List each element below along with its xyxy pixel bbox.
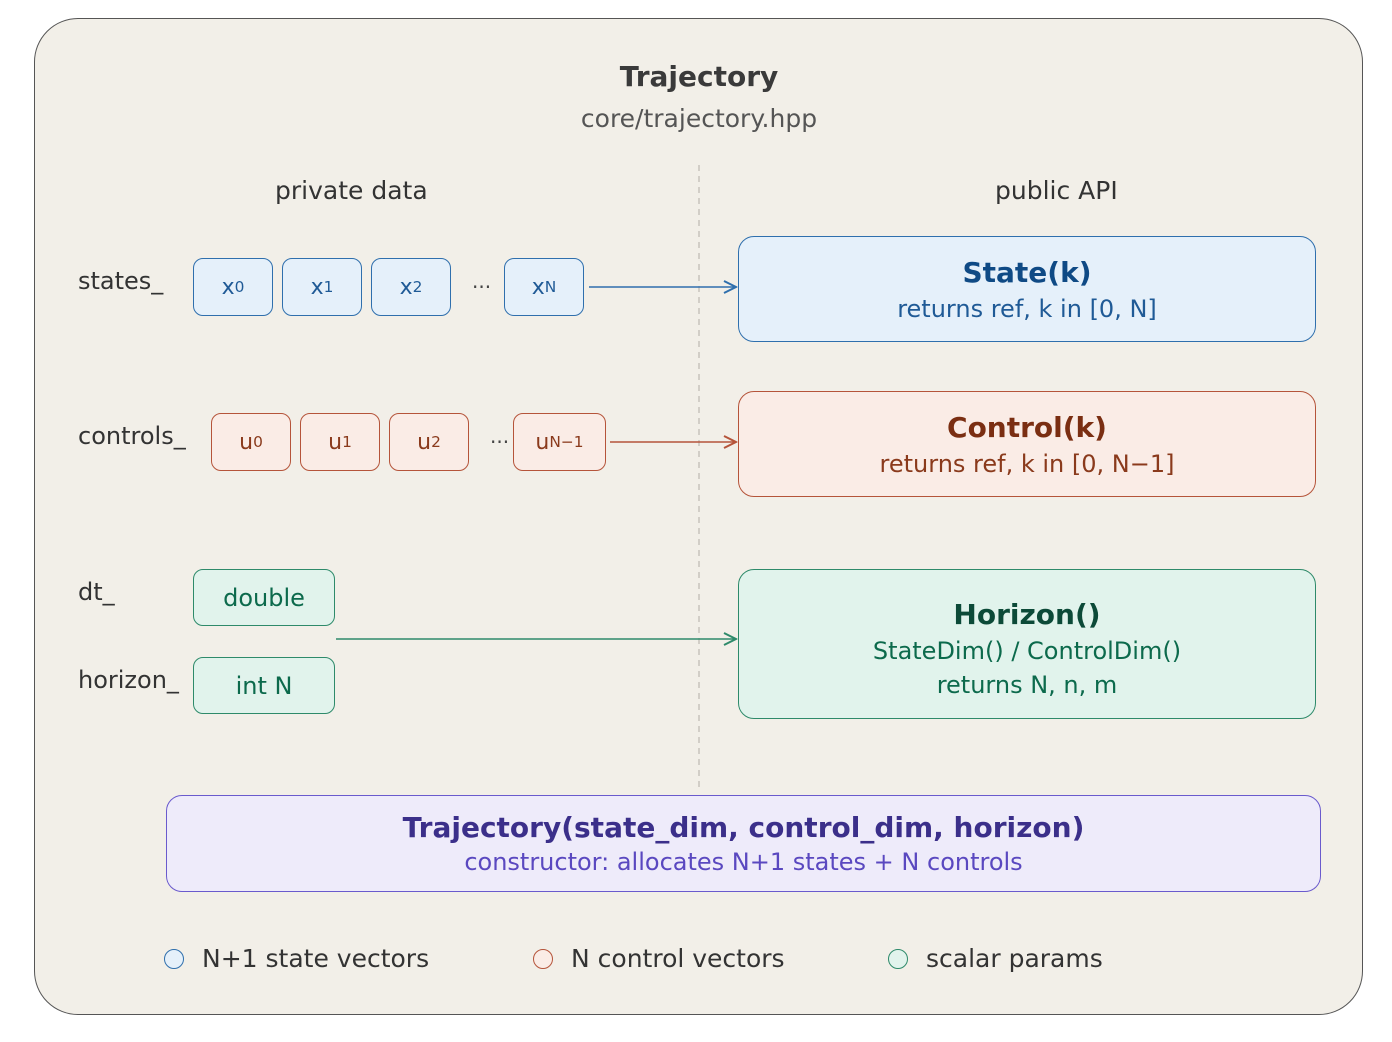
- section-public-api: public API: [995, 176, 1118, 205]
- dt-value: double: [193, 569, 335, 626]
- controls-label: controls_: [78, 422, 186, 450]
- dt-label: dt_: [78, 578, 115, 606]
- horizon-value: int N: [193, 657, 335, 714]
- legend-item-controls: N control vectors: [533, 944, 785, 973]
- api-control-desc: returns ref, k in [0, N−1]: [879, 449, 1175, 478]
- api-control-title: Control(k): [947, 410, 1107, 444]
- legend-swatch-blue: [164, 948, 184, 969]
- diagram-subtitle: core/trajectory.hpp: [580, 104, 818, 133]
- section-private-data: private data: [275, 176, 428, 205]
- api-horizon: Horizon() StateDim() / ControlDim() retu…: [738, 569, 1316, 719]
- api-control: Control(k) returns ref, k in [0, N−1]: [738, 391, 1316, 497]
- legend-swatch-green: [888, 948, 908, 969]
- api-horizon-desc2: returns N, n, m: [936, 670, 1118, 699]
- constructor-desc: constructor: allocates N+1 states + N co…: [464, 848, 1023, 876]
- api-horizon-title: Horizon(): [953, 597, 1101, 631]
- legend-swatch-red: [533, 948, 553, 969]
- api-state: State(k) returns ref, k in [0, N]: [738, 236, 1316, 342]
- api-state-title: State(k): [962, 255, 1092, 289]
- api-horizon-desc1: StateDim() / ControlDim(): [872, 636, 1182, 665]
- constructor-title: Trajectory(state_dim, control_dim, horiz…: [402, 811, 1085, 844]
- legend-item-scalars: scalar params: [888, 944, 1103, 973]
- diagram-title: Trajectory: [619, 60, 779, 93]
- horizon-label: horizon_: [78, 666, 179, 694]
- states-ellipsis: ···: [472, 275, 492, 299]
- states-label: states_: [78, 267, 164, 295]
- api-state-desc: returns ref, k in [0, N]: [897, 294, 1157, 323]
- controls-ellipsis: ···: [490, 430, 510, 454]
- constructor-box: Trajectory(state_dim, control_dim, horiz…: [166, 795, 1321, 892]
- legend-item-states: N+1 state vectors: [164, 944, 429, 973]
